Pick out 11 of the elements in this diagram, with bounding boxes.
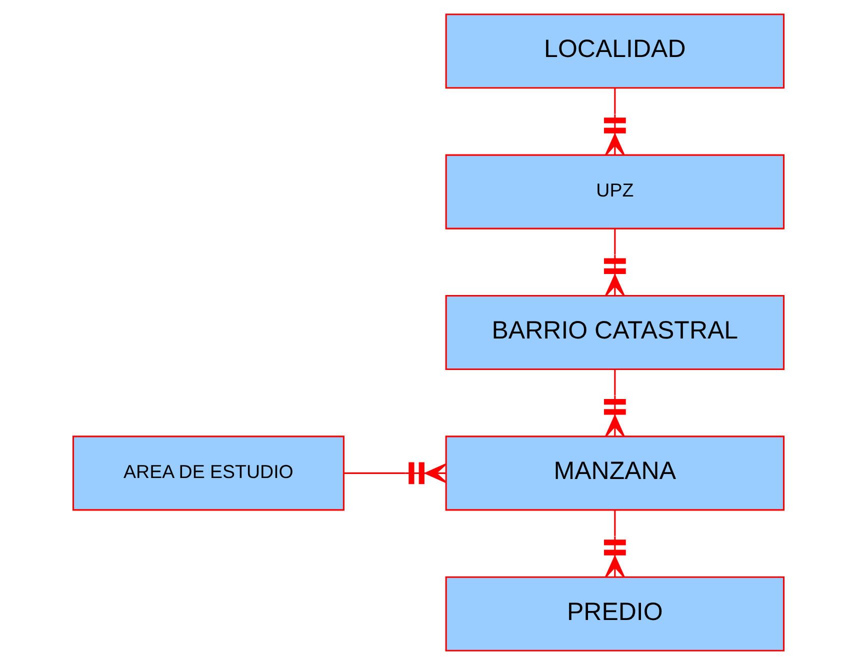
node-box: LOCALIDAD: [445, 14, 785, 89]
node-box: PREDIO: [445, 576, 785, 652]
connector: [604, 510, 626, 578]
connector: [344, 462, 447, 484]
node-box: UPZ: [445, 154, 785, 230]
node-box: BARRIO CATASTRAL: [445, 294, 785, 370]
connector: [604, 369, 626, 438]
node-box: MANZANA: [445, 436, 785, 511]
connector: [604, 88, 626, 156]
connector: [604, 228, 626, 296]
node-box: AREA DE ESTUDIO: [72, 436, 344, 511]
